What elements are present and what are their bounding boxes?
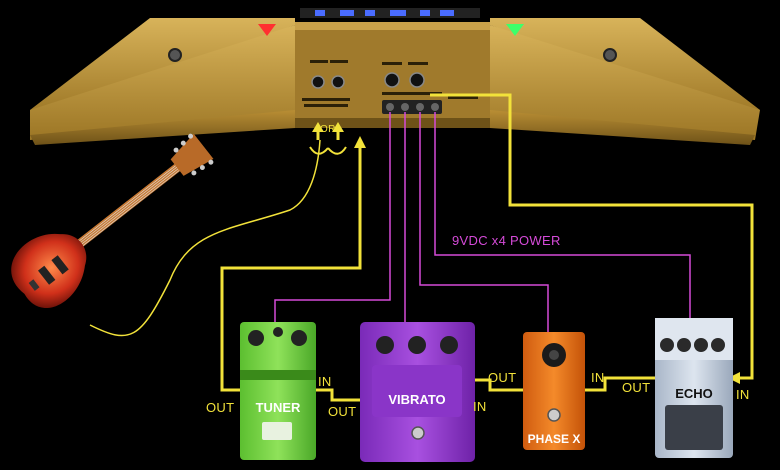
vibrato-in-label: IN <box>473 399 487 414</box>
power-cables <box>274 112 691 332</box>
vibrato-out-label: OUT <box>328 404 357 419</box>
tuner-out-label: OUT <box>206 400 235 415</box>
echo-in-label: IN <box>736 387 750 402</box>
echo-pedal <box>655 318 733 458</box>
amp-unit <box>30 8 760 145</box>
vibrato-pedal <box>360 322 475 462</box>
or-arrows <box>312 122 344 132</box>
power-outputs <box>382 100 442 114</box>
green-led-indicator <box>506 24 524 36</box>
tuner-in-label: IN <box>318 374 332 389</box>
phase-out-label: OUT <box>488 370 517 385</box>
echo-out-label: OUT <box>622 380 651 395</box>
phase-pedal <box>523 332 585 450</box>
tuner-pedal <box>240 322 316 460</box>
echo-name: ECHO <box>675 386 713 401</box>
or-label: OR <box>320 124 336 135</box>
signal-cables <box>89 93 754 402</box>
tuner-name: TUNER <box>255 400 301 415</box>
electric-guitar <box>11 133 214 308</box>
vibrato-name: VIBRATO <box>388 392 446 407</box>
power-label: 9VDC x4 POWER <box>452 233 561 248</box>
input-jacks <box>311 72 425 89</box>
phase-in-label: IN <box>591 370 605 385</box>
red-led-indicator <box>258 24 276 36</box>
phase-name: PHASE X <box>527 432 581 446</box>
